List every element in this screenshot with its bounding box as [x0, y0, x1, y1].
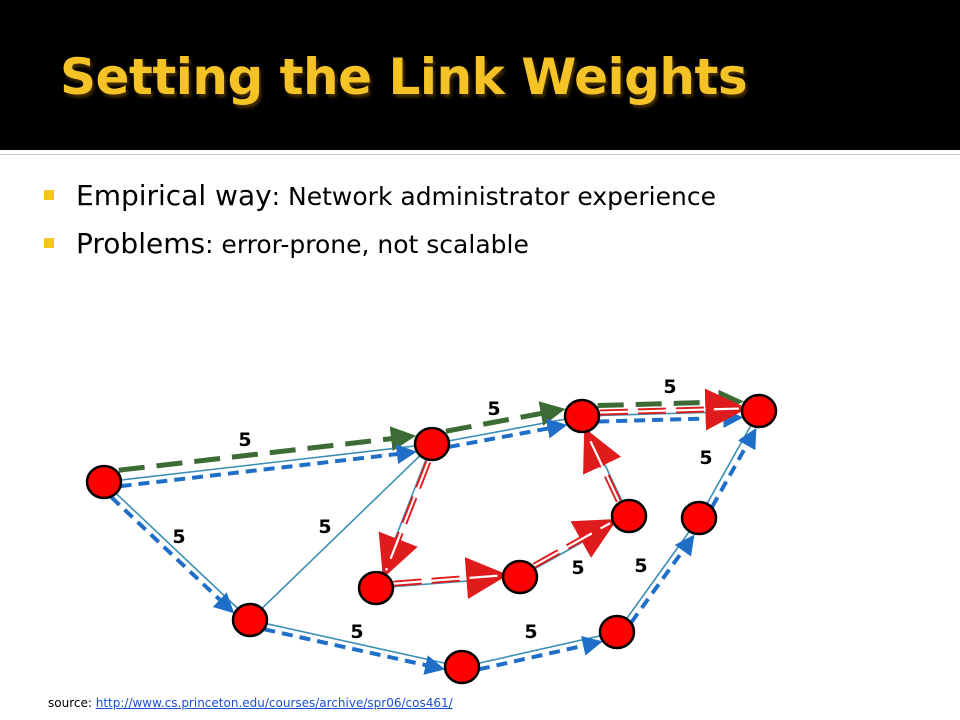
weight-label: 5	[487, 398, 500, 420]
blue-path-segment	[478, 636, 603, 672]
red-path-segment-core	[533, 522, 611, 567]
node-g	[501, 559, 539, 595]
node-j	[680, 500, 718, 536]
node-d	[413, 426, 451, 462]
blue-path-segment	[110, 495, 235, 614]
bullet-lead: Problems	[76, 227, 206, 260]
bullet-text: : error-prone, not scalable	[205, 230, 529, 259]
weight-label: 5	[172, 526, 185, 548]
source-citation: source: http://www.cs.princeton.edu/cour…	[48, 696, 453, 710]
bullet-item: Problems: error-prone, not scalable	[44, 220, 716, 268]
weight-label: 5	[699, 447, 712, 469]
nodes-layer	[85, 393, 778, 685]
red-path-segment-core	[586, 434, 620, 502]
bullet-item: Empirical way: Network administrator exp…	[44, 172, 716, 220]
blue-path-segment	[120, 444, 417, 489]
source-label: source:	[48, 696, 92, 710]
red-path-segment-core	[599, 407, 739, 414]
node-a	[85, 464, 123, 500]
blue-path-segment	[629, 534, 695, 624]
link-line	[103, 443, 433, 483]
square-bullet-icon	[44, 238, 54, 248]
blue-path-segment	[710, 427, 757, 508]
link-line	[249, 443, 433, 621]
weight-label: 5	[663, 376, 676, 398]
weight-label: 5	[571, 557, 584, 579]
green-path-segment	[445, 401, 566, 434]
green-path-segment	[118, 426, 416, 473]
node-i	[598, 614, 636, 650]
source-link[interactable]: http://www.cs.princeton.edu/courses/arch…	[95, 696, 453, 710]
weight-label: 5	[350, 621, 363, 643]
link-line	[461, 631, 618, 668]
link-line	[103, 481, 251, 621]
node-e	[357, 570, 395, 606]
node-k	[740, 393, 778, 429]
network-diagram: 5 5 5 5 5 5 5 5 5 5	[85, 376, 778, 685]
node-f	[563, 398, 601, 434]
node-c	[443, 649, 481, 685]
weight-label: 5	[524, 621, 537, 643]
title-divider	[0, 150, 960, 155]
green-path-segment	[597, 389, 744, 415]
weight-label: 5	[238, 429, 251, 451]
weight-label: 5	[318, 516, 331, 538]
bullet-list: Empirical way: Network administrator exp…	[44, 172, 716, 268]
red-path-layer	[378, 388, 748, 600]
bullet-lead: Empirical way	[76, 179, 272, 212]
blue-path-segment	[598, 408, 744, 429]
square-bullet-icon	[44, 190, 54, 200]
blue-path-layer	[110, 408, 757, 675]
weight-label: 5	[634, 555, 647, 577]
link-line	[616, 517, 700, 633]
blue-path-segment	[263, 627, 446, 675]
weights-layer: 5 5 5 5 5 5 5 5 5 5	[172, 376, 712, 643]
title-bar: Setting the Link Weights	[0, 0, 960, 150]
slide-title: Setting the Link Weights	[60, 48, 748, 106]
bullet-text: : Network administrator experience	[271, 182, 716, 211]
node-h	[610, 498, 648, 534]
node-b	[231, 602, 269, 638]
blue-path-segment	[448, 418, 568, 449]
red-path-segment-core	[393, 574, 500, 585]
red-path-segment-core	[385, 461, 430, 571]
